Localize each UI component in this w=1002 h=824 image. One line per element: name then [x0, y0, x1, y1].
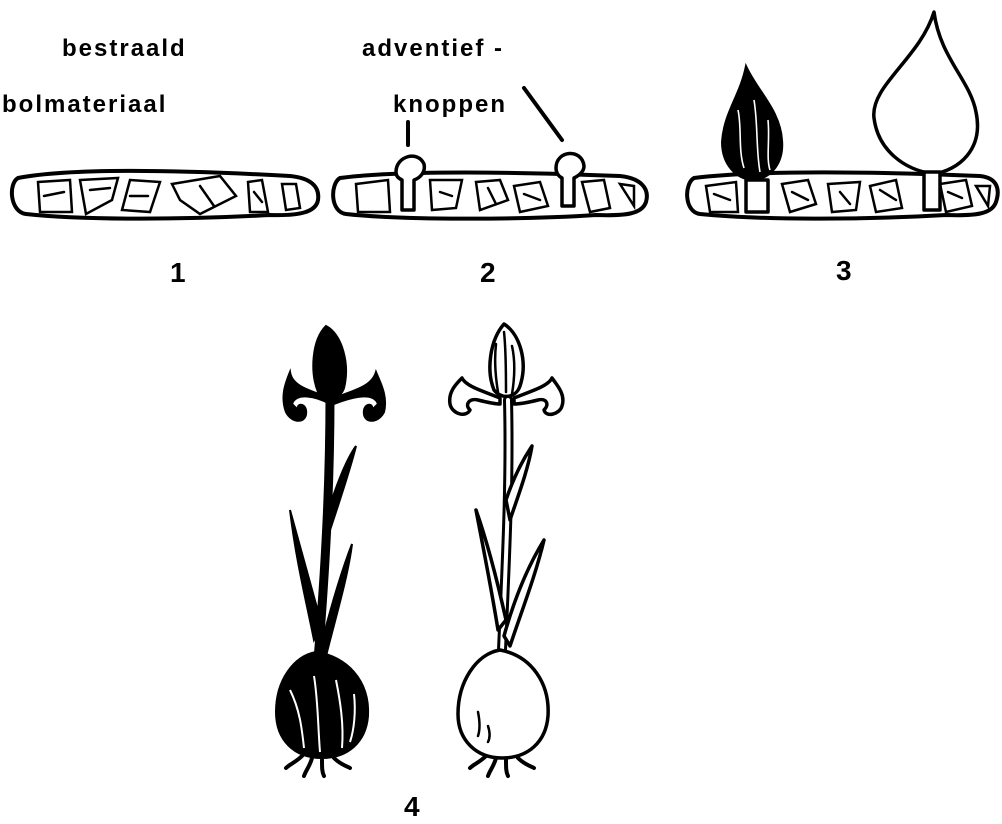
label-knoppen: knoppen	[393, 91, 507, 118]
stage-4-plant-normal	[450, 324, 563, 776]
stage-4-plant-irradiated	[276, 326, 385, 776]
step-number-2: 2	[480, 257, 496, 288]
label-bestraald: bestraald	[62, 35, 187, 62]
stage-3-bulb-scale-with-bulblets	[687, 12, 998, 219]
stage-2-bulb-scale-with-buds	[333, 153, 647, 218]
label-adventief: adventief -	[362, 35, 504, 62]
pointer-line-bud-right	[524, 88, 562, 140]
step-number-4: 4	[404, 791, 420, 822]
label-bolmateriaal: bolmateriaal	[2, 91, 167, 118]
stage-1-bulb-scale	[12, 171, 318, 219]
adventitious-bud-left	[396, 156, 424, 210]
step-number-3: 3	[836, 255, 852, 286]
adventitious-bud-right	[556, 153, 584, 206]
normal-bulblet-light	[874, 12, 978, 174]
step-number-1: 1	[170, 257, 186, 288]
irradiated-bulblet-dark	[722, 66, 782, 180]
